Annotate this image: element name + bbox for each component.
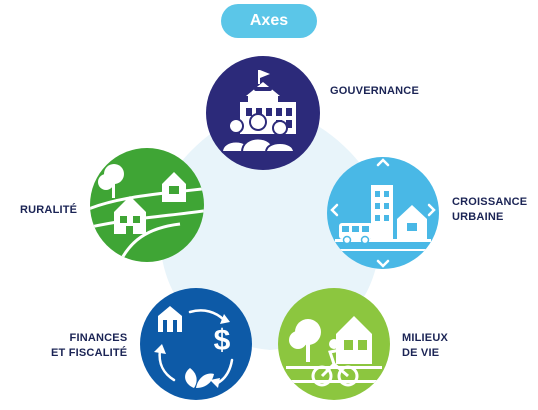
city-hall-and-people-icon — [220, 70, 296, 153]
gouvernance-circle[interactable] — [206, 56, 320, 170]
finances-label-line2: ET FISCALITÉ — [51, 347, 128, 359]
bus-and-buildings-icon — [330, 158, 436, 268]
ruralite-label: RURALITÉ — [20, 203, 77, 218]
milieux-de-vie-circle[interactable] — [278, 288, 390, 400]
croissance-urbaine-circle[interactable] — [327, 157, 439, 269]
croissance-label-line2: URBAINE — [452, 211, 504, 223]
finance-cycle-icon: $ — [154, 306, 234, 388]
milieux-de-vie-label: MILIEUX DE VIE — [402, 331, 448, 361]
finances-label-line1: FINANCES — [69, 332, 128, 344]
title-pill: Axes — [221, 4, 317, 38]
ruralite-label-line1: RURALITÉ — [20, 204, 78, 216]
milieux-label-line1: MILIEUX — [402, 332, 449, 344]
croissance-label-line1: CROISSANCE — [452, 196, 528, 208]
farm-and-fields-icon — [90, 164, 204, 262]
finances-et-fiscalite-circle[interactable]: $ — [140, 288, 252, 400]
gouvernance-label: GOUVERNANCE — [330, 84, 419, 99]
title-text: Axes — [249, 12, 289, 29]
croissance-urbaine-label: CROISSANCE URBAINE — [452, 195, 527, 225]
svg-text:$: $ — [214, 324, 231, 357]
cyclist-and-house-icon — [286, 316, 382, 387]
ruralite-circle[interactable] — [90, 148, 204, 262]
finances-et-fiscalite-label: FINANCES ET FISCALITÉ — [51, 331, 127, 361]
gouvernance-label-line1: GOUVERNANCE — [330, 85, 419, 97]
milieux-label-line2: DE VIE — [402, 347, 440, 359]
